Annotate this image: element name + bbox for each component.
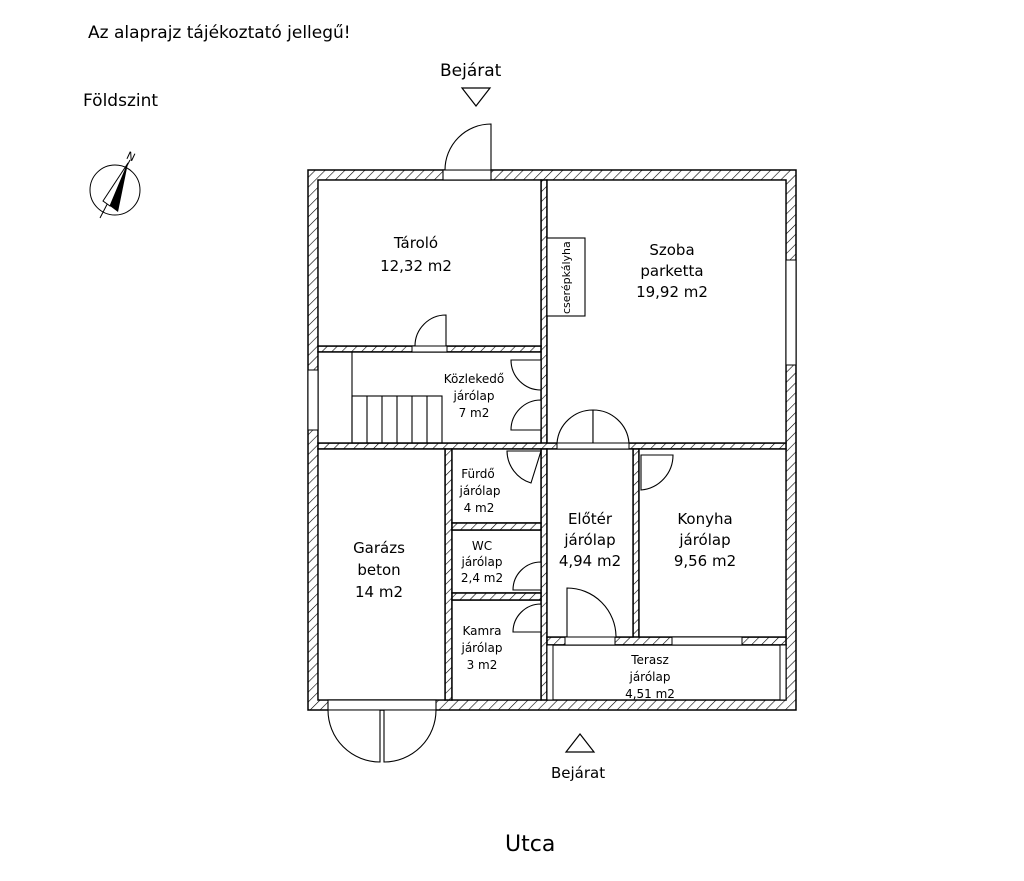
kozl-area: 7 m2	[459, 406, 490, 420]
szoba-name: Szoba	[649, 241, 694, 259]
door-furdo	[506, 450, 542, 484]
north-letter: N	[124, 149, 137, 164]
konyha-area: 9,56 m2	[674, 552, 736, 570]
kozl-floor: járólap	[452, 389, 494, 403]
kamra-name: Kamra	[463, 624, 502, 638]
disclaimer-note: Az alaprajz tájékoztató jellegű!	[88, 23, 351, 43]
konyha-floor: járólap	[678, 531, 730, 549]
door-szoba-opening	[556, 442, 630, 450]
kozl-name: Közlekedő	[444, 372, 505, 386]
garazs-area: 14 m2	[355, 583, 403, 601]
door-garage-b	[383, 709, 437, 763]
room-konyha	[638, 448, 787, 638]
door-kozl-a	[510, 359, 542, 391]
window-kitchen	[671, 636, 743, 646]
street-label: Utca	[505, 832, 555, 857]
wall-wc-kamra	[451, 592, 542, 601]
garazs-name: Garázs	[353, 539, 405, 557]
entrance-arrow-icon-bottom	[564, 733, 596, 753]
wall-furdo-wc	[451, 522, 542, 531]
level-label: Földszint	[83, 91, 158, 111]
terrace-post-right	[779, 644, 787, 701]
door-main	[444, 123, 492, 171]
konyha-name: Konyha	[677, 510, 732, 528]
eloter-name: Előtér	[568, 510, 613, 528]
door-tarolo-opening	[411, 345, 448, 353]
door-eloter	[566, 587, 617, 638]
window-west	[307, 369, 319, 431]
terasz-area: 4,51 m2	[625, 687, 675, 701]
kamra-area: 3 m2	[467, 658, 498, 672]
tile-stove	[546, 237, 586, 317]
entrance-arrow-icon-top	[460, 87, 492, 107]
door-garage-opening	[327, 699, 437, 711]
szoba-floor: parketta	[640, 262, 703, 280]
eloter-area: 4,94 m2	[559, 552, 621, 570]
szoba-area: 19,92 m2	[636, 283, 708, 301]
furdo-area: 4 m2	[464, 501, 495, 515]
entrance-label-bottom: Bejárat	[551, 764, 605, 782]
terasz-floor: járólap	[628, 670, 670, 684]
door-eloter-opening	[564, 636, 616, 646]
wc-area: 2,4 m2	[461, 571, 503, 585]
eloter-floor: járólap	[563, 531, 615, 549]
door-wc	[512, 561, 542, 591]
door-konyha	[640, 454, 674, 491]
room-tarolo	[317, 179, 542, 347]
furdo-floor: járólap	[458, 484, 500, 498]
door-garage-a	[327, 709, 381, 763]
door-kamra	[512, 603, 542, 633]
furdo-name: Fürdő	[461, 467, 495, 481]
wc-floor: járólap	[460, 555, 502, 569]
room-szoba	[546, 179, 787, 444]
garazs-floor: beton	[357, 561, 400, 579]
north-arrow-icon: N	[89, 149, 141, 219]
door-tarolo	[414, 314, 447, 347]
wc-name: WC	[472, 539, 492, 553]
room-garazs	[317, 448, 446, 701]
door-main-opening	[442, 169, 492, 181]
kamra-floor: járólap	[460, 641, 502, 655]
entrance-label-top: Bejárat	[440, 61, 502, 81]
door-kozl-b	[510, 399, 542, 431]
door-szoba-b	[592, 409, 630, 444]
window-east	[785, 259, 797, 366]
terasz-name: Terasz	[630, 653, 669, 667]
terrace-post-left	[546, 644, 554, 701]
room-kozlekedo	[317, 351, 542, 444]
tarolo-area: 12,32 m2	[380, 257, 452, 275]
staircase	[351, 352, 443, 444]
tarolo-name: Tároló	[393, 234, 438, 252]
tile-stove-label: cserépkályha	[560, 241, 573, 314]
